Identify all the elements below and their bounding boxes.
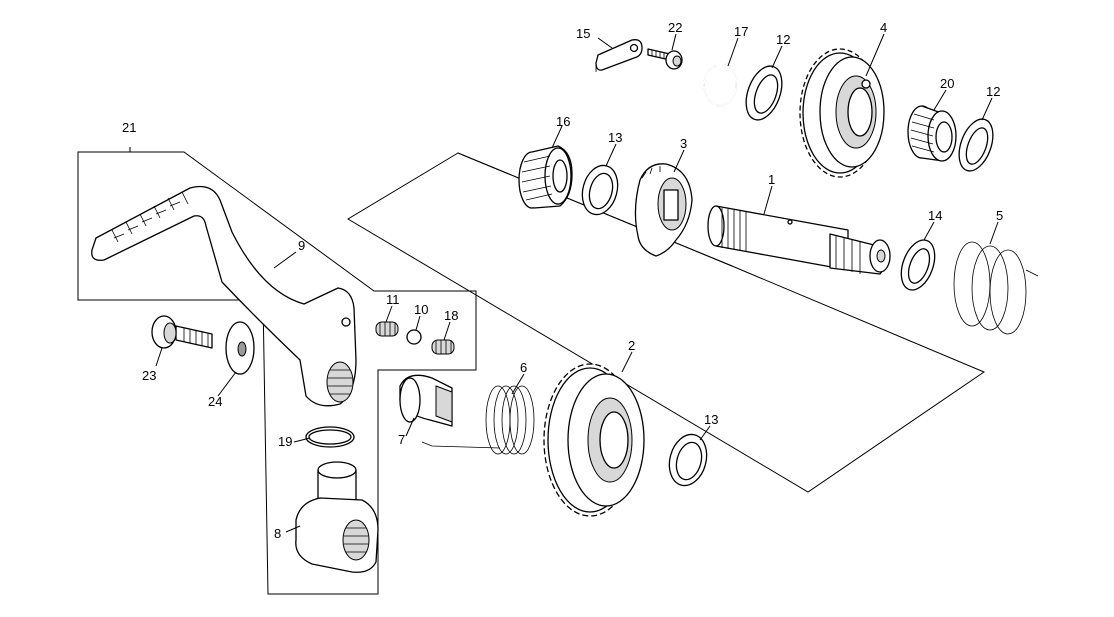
part-1-shaft [707,205,891,275]
label-17: 17 [734,24,748,39]
label-16: 16 [556,114,570,129]
label-24: 24 [208,394,222,409]
label-13a: 13 [608,130,622,145]
part-15-plate [595,39,643,72]
label-9: 9 [298,238,305,253]
label-13b: 13 [704,412,718,427]
part-13-ring-upper [581,164,619,216]
label-11: 11 [386,292,400,307]
label-14: 14 [928,208,942,223]
label-18: 18 [444,308,458,323]
label-10: 10 [414,302,428,317]
part-17-circlip [703,63,737,107]
label-2: 2 [628,338,635,353]
part-19-o-ring [305,426,355,448]
part-13-ring-lower [668,433,708,487]
label-6: 6 [520,360,527,375]
label-23: 23 [142,368,156,383]
label-21: 21 [122,120,136,135]
label-4: 4 [880,20,887,35]
part-16-needle-bearing [518,145,573,209]
part-20-needle-bearing [907,105,957,162]
part-6-kick-spring [421,385,535,455]
part-12-washer-right [958,118,994,172]
part-23-bolt [151,315,213,349]
label-22: 22 [668,20,682,35]
part-3-ratchet [634,163,693,257]
part-18-spring [431,339,455,355]
label-1: 1 [768,172,775,187]
part-5-spring [953,241,1039,335]
part-11-spring [375,321,399,337]
label-3: 3 [680,136,687,151]
label-8: 8 [274,526,281,541]
label-20: 20 [940,76,954,91]
part-22-bolt [647,48,683,70]
kick-lever-group-outline [77,147,477,595]
leader-lines [155,33,999,533]
part-8-housing [295,461,379,573]
part-2-gear [543,363,645,517]
label-12b: 12 [986,84,1000,99]
label-19: 19 [278,434,292,449]
label-12a: 12 [776,32,790,47]
part-4-gear [799,48,885,178]
part-14-washer [900,239,936,291]
label-7: 7 [398,432,405,447]
part-9-kick-lever [91,185,357,407]
part-7-bushing [399,374,453,427]
part-10-ball [406,329,422,345]
part-12-washer-upper [745,65,783,121]
label-15: 15 [576,26,590,41]
part-24-washer [225,321,255,375]
label-5: 5 [996,208,1003,223]
